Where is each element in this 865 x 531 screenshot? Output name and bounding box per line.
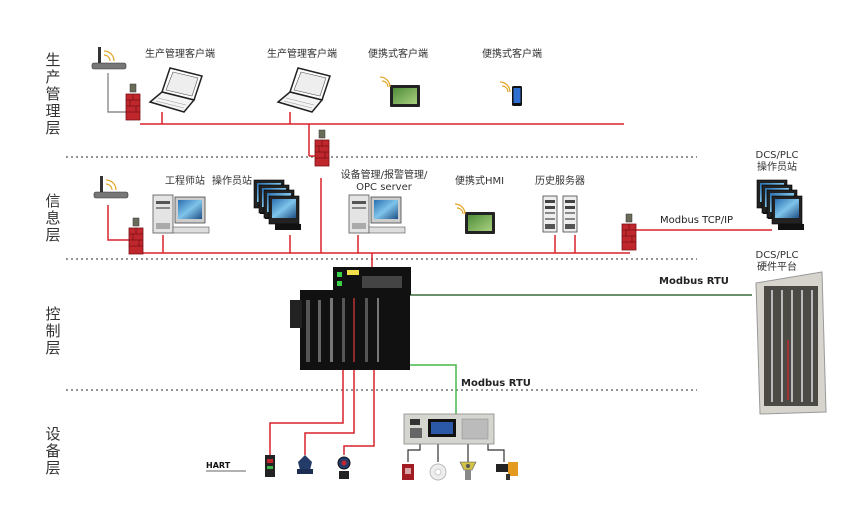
workstation-icon[interactable] — [152, 194, 210, 234]
node-label-engineer-station: 工程师站 — [165, 176, 205, 187]
dcs-operator-station-label: DCS/PLC 操作员站 — [752, 150, 802, 174]
controller-icon[interactable] — [290, 267, 411, 370]
firewall-icon — [125, 83, 141, 121]
phone-icon[interactable] — [499, 81, 522, 106]
information-network — [107, 178, 772, 268]
wireless-router-icon — [91, 46, 127, 70]
dcs-operator-station-label-line2: 操作员站 — [757, 162, 797, 173]
pressure-transmitter-icon[interactable] — [337, 456, 351, 479]
transmitter-icon[interactable] — [265, 455, 275, 477]
smoke-detector-icon[interactable] — [429, 463, 447, 481]
tablet-icon[interactable] — [454, 203, 496, 235]
firewall-icon — [621, 213, 637, 251]
workstation-icon[interactable] — [348, 194, 406, 234]
explosion-proof-camera-icon[interactable] — [496, 462, 518, 480]
field-device-wiring — [269, 368, 375, 455]
gas-alarm-controller-icon[interactable] — [403, 413, 495, 445]
modbus-rtu-lower-label: Modbus RTU — [461, 378, 531, 389]
dcs-operator-station-icon[interactable] — [756, 179, 805, 231]
node-label-operator-station: 操作员站 — [212, 176, 252, 187]
laptop-icon[interactable] — [149, 67, 203, 113]
hart-logo: HART — [206, 461, 246, 472]
production-network — [107, 73, 624, 157]
node-label-production-client-2: 生产管理客户端 — [267, 49, 337, 60]
node-label-opc-server-line1: 设备管理/报警管理/ — [340, 170, 428, 181]
modbus-rtu-upper-label: Modbus RTU — [659, 276, 729, 287]
layer-label-device: 设备层 — [45, 425, 61, 477]
valve-positioner-icon[interactable] — [297, 455, 313, 474]
hart-logo-text: HART — [206, 461, 231, 470]
modbus-tcp-label: Modbus TCP/IP — [660, 215, 734, 226]
layer-label-control: 控制层 — [45, 305, 61, 357]
node-label-opc-server: 设备管理/报警管理/ OPC server — [336, 170, 432, 194]
node-label-portable-client-2: 便携式客户端 — [482, 49, 542, 60]
layer-dividers — [66, 156, 697, 391]
modbus-rtu-lower-link — [400, 364, 457, 415]
gas-detector-red-icon[interactable] — [402, 464, 414, 480]
gas-sensor-icon[interactable] — [459, 461, 477, 480]
node-label-opc-server-line2: OPC server — [356, 182, 412, 193]
dcs-hardware-platform-icon[interactable] — [755, 271, 827, 415]
layer-label-production: 生产管理层 — [45, 51, 61, 137]
node-label-portable-client-1: 便携式客户端 — [368, 49, 428, 60]
gas-panel-wiring — [407, 442, 505, 462]
server-icon[interactable] — [542, 195, 578, 233]
wireless-router-icon — [93, 175, 129, 199]
node-label-portable-hmi: 便携式HMI — [455, 176, 505, 187]
dcs-operator-station-label-line1: DCS/PLC — [755, 150, 799, 161]
dcs-hardware-label: DCS/PLC 硬件平台 — [752, 250, 802, 274]
multi-workstation-icon[interactable] — [253, 179, 302, 231]
firewall-icon — [314, 129, 330, 167]
node-label-history-server: 历史服务器 — [535, 176, 585, 187]
dcs-hardware-label-line2: 硬件平台 — [757, 262, 797, 273]
tablet-icon[interactable] — [379, 76, 421, 108]
node-label-production-client-1: 生产管理客户端 — [145, 49, 215, 60]
firewall-icon — [128, 217, 144, 255]
layer-label-information: 信息层 — [45, 192, 61, 244]
dcs-hardware-label-line1: DCS/PLC — [755, 250, 799, 261]
laptop-icon[interactable] — [277, 67, 331, 113]
